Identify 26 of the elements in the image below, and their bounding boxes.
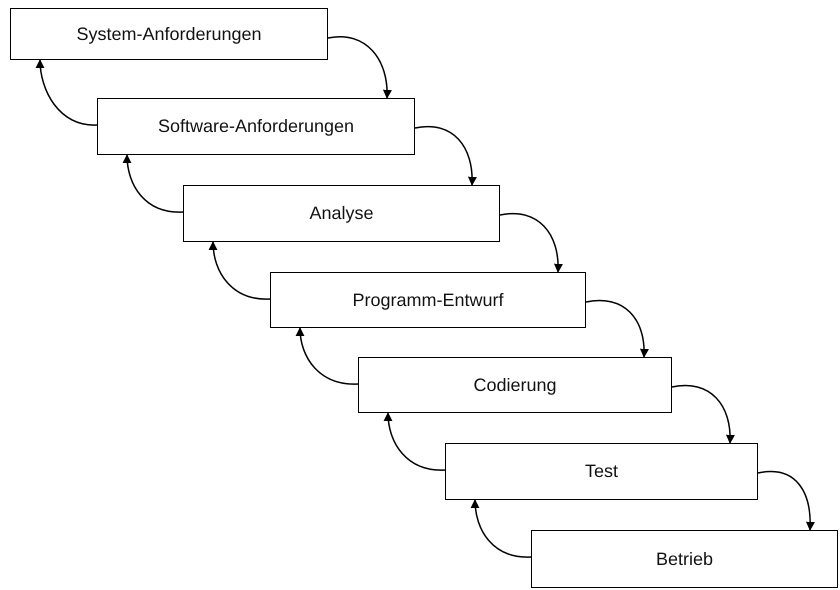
curved-arrow bbox=[758, 470, 815, 531]
curved-arrow bbox=[122, 154, 184, 213]
curved-arrow bbox=[470, 499, 532, 558]
process-box bbox=[10, 8, 328, 60]
curved-arrow bbox=[500, 212, 562, 273]
process-box bbox=[270, 272, 586, 328]
curved-arrow bbox=[414, 126, 477, 186]
process-box bbox=[358, 357, 672, 413]
box-label: Analyse bbox=[309, 203, 374, 224]
process-box bbox=[445, 443, 758, 500]
curved-arrow bbox=[296, 327, 358, 385]
box-label: Programm-Entwurf bbox=[352, 290, 504, 310]
box-label: Betrieb bbox=[656, 548, 714, 570]
box-label: Software-Anforderungen bbox=[158, 116, 354, 137]
process-box bbox=[97, 98, 415, 155]
box-label: Codierung bbox=[473, 374, 557, 396]
curved-arrow bbox=[384, 412, 446, 471]
curved-arrow bbox=[672, 384, 734, 444]
box-label: System-Anforderungen bbox=[76, 24, 262, 44]
curved-arrow bbox=[208, 241, 270, 300]
process-box bbox=[531, 530, 838, 588]
box-label: Test bbox=[584, 461, 618, 482]
curved-arrow bbox=[586, 300, 648, 358]
curved-arrow bbox=[328, 36, 392, 99]
curved-arrow bbox=[36, 59, 98, 126]
process-box bbox=[183, 185, 500, 242]
